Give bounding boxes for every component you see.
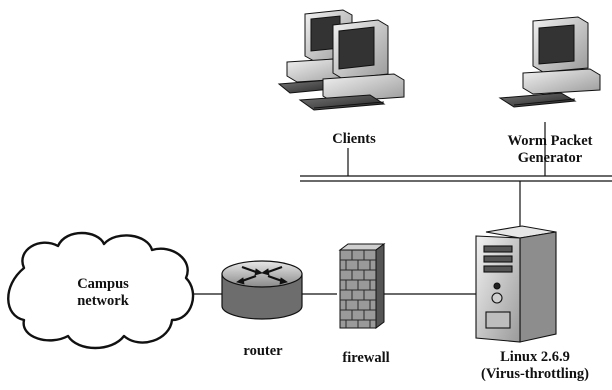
campus-network-label: Campus network bbox=[60, 276, 146, 310]
firewall-label: firewall bbox=[342, 350, 390, 366]
clients-label: Clients bbox=[332, 131, 376, 147]
campus-network-cloud-icon bbox=[7, 231, 195, 350]
linux-server-label-line2: (Virus-throttling) bbox=[481, 366, 589, 382]
client-computer-front-icon bbox=[298, 19, 405, 111]
worm-generator-label-line1: Worm Packet bbox=[507, 133, 593, 149]
router-label: router bbox=[243, 343, 283, 359]
campus-network-label-line2: network bbox=[77, 293, 129, 309]
worm-generator-label: Worm Packet Generator bbox=[494, 133, 606, 167]
router-icon bbox=[221, 260, 303, 320]
linux-server-tower-icon bbox=[475, 225, 557, 343]
worm-generator-label-line2: Generator bbox=[517, 150, 583, 166]
clients-computers-icon bbox=[277, 9, 405, 111]
firewall-icon bbox=[338, 243, 386, 329]
linux-server-label-line1: Linux 2.6.9 bbox=[500, 349, 570, 365]
router-arrows-icon bbox=[236, 265, 288, 285]
campus-network-label-line1: Campus bbox=[77, 276, 129, 292]
network-links bbox=[190, 122, 612, 295]
linux-server-label: Linux 2.6.9 (Virus-throttling) bbox=[470, 349, 600, 383]
worm-generator-computer-icon bbox=[498, 16, 601, 108]
